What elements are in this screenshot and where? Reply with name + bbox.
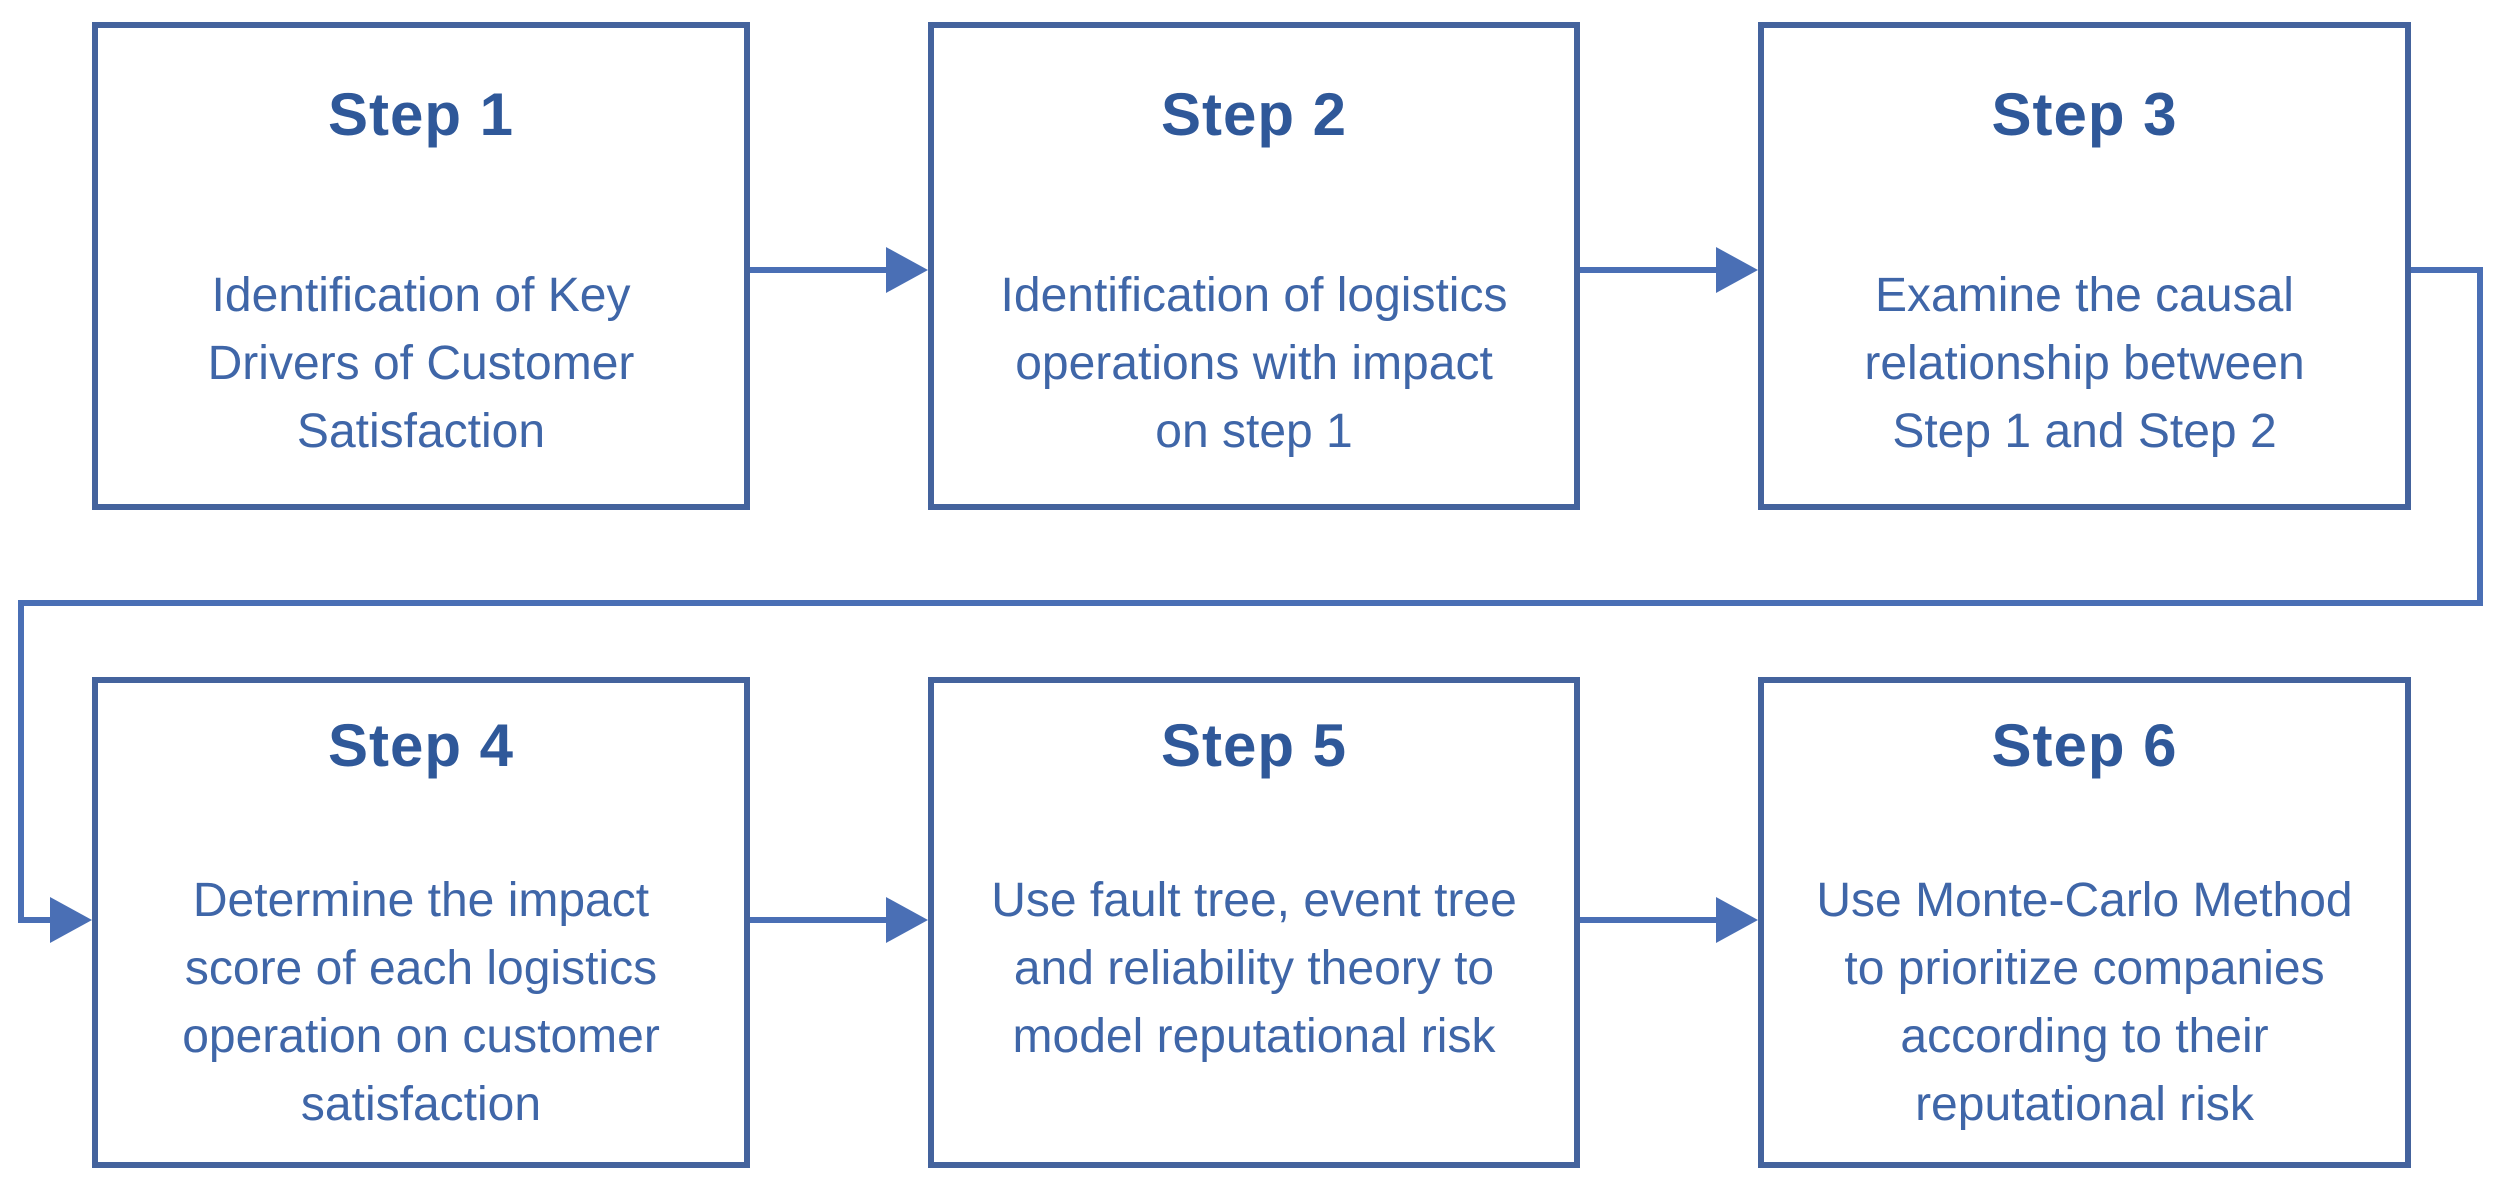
step-6-title: Step 6 xyxy=(1991,712,2178,779)
step-5-box: Step 5 Use fault tree, event tree and re… xyxy=(928,677,1580,1168)
step-1-body: Identification of Key Drivers of Custome… xyxy=(207,269,635,458)
step-3-title: Step 3 xyxy=(1991,81,2178,148)
step-4-title: Step 4 xyxy=(327,712,515,779)
step-3-box: Step 3 Examine the causal relationship b… xyxy=(1758,22,2411,510)
step-5-body: Use fault tree, event tree and reliabili… xyxy=(991,874,1517,1063)
arrow-step5-step6-shaft xyxy=(1580,917,1720,923)
step-1-box: Step 1 Identification of Key Drivers of … xyxy=(92,22,750,510)
arrow-step2-step3-head-icon xyxy=(1716,247,1758,293)
step-6-body: Use Monte-Carlo Method to prioritize com… xyxy=(1816,874,2353,1131)
connector-step3-step4-left-vertical xyxy=(18,600,24,923)
connector-step3-step4-right-vertical xyxy=(2477,267,2483,606)
step-4-body: Determine the impact score of each logis… xyxy=(182,874,660,1131)
step-4-box: Step 4 Determine the impact score of eac… xyxy=(92,677,750,1168)
step-2-box: Step 2 Identification of logistics opera… xyxy=(928,22,1580,510)
connector-step3-step4-exit-segment xyxy=(2411,267,2483,273)
connector-step3-step4-long-horizontal xyxy=(18,600,2483,606)
step-2-title: Step 2 xyxy=(1160,81,1348,148)
arrow-step4-step5-head-icon xyxy=(886,897,928,943)
arrow-step1-step2-shaft xyxy=(750,267,890,273)
connector-step3-step4-head-icon xyxy=(50,897,92,943)
arrow-step5-step6-head-icon xyxy=(1716,897,1758,943)
step-2-body: Identification of logistics operations w… xyxy=(1000,269,1508,458)
step-1-title: Step 1 xyxy=(327,81,515,148)
arrow-step2-step3-shaft xyxy=(1580,267,1720,273)
arrow-step4-step5-shaft xyxy=(750,917,890,923)
step-6-box: Step 6 Use Monte-Carlo Method to priorit… xyxy=(1758,677,2411,1168)
connector-step3-step4-entry-segment xyxy=(18,917,54,923)
step-5-title: Step 5 xyxy=(1160,712,1348,779)
step-3-body: Examine the causal relationship between … xyxy=(1864,269,2305,458)
arrow-step1-step2-head-icon xyxy=(886,247,928,293)
